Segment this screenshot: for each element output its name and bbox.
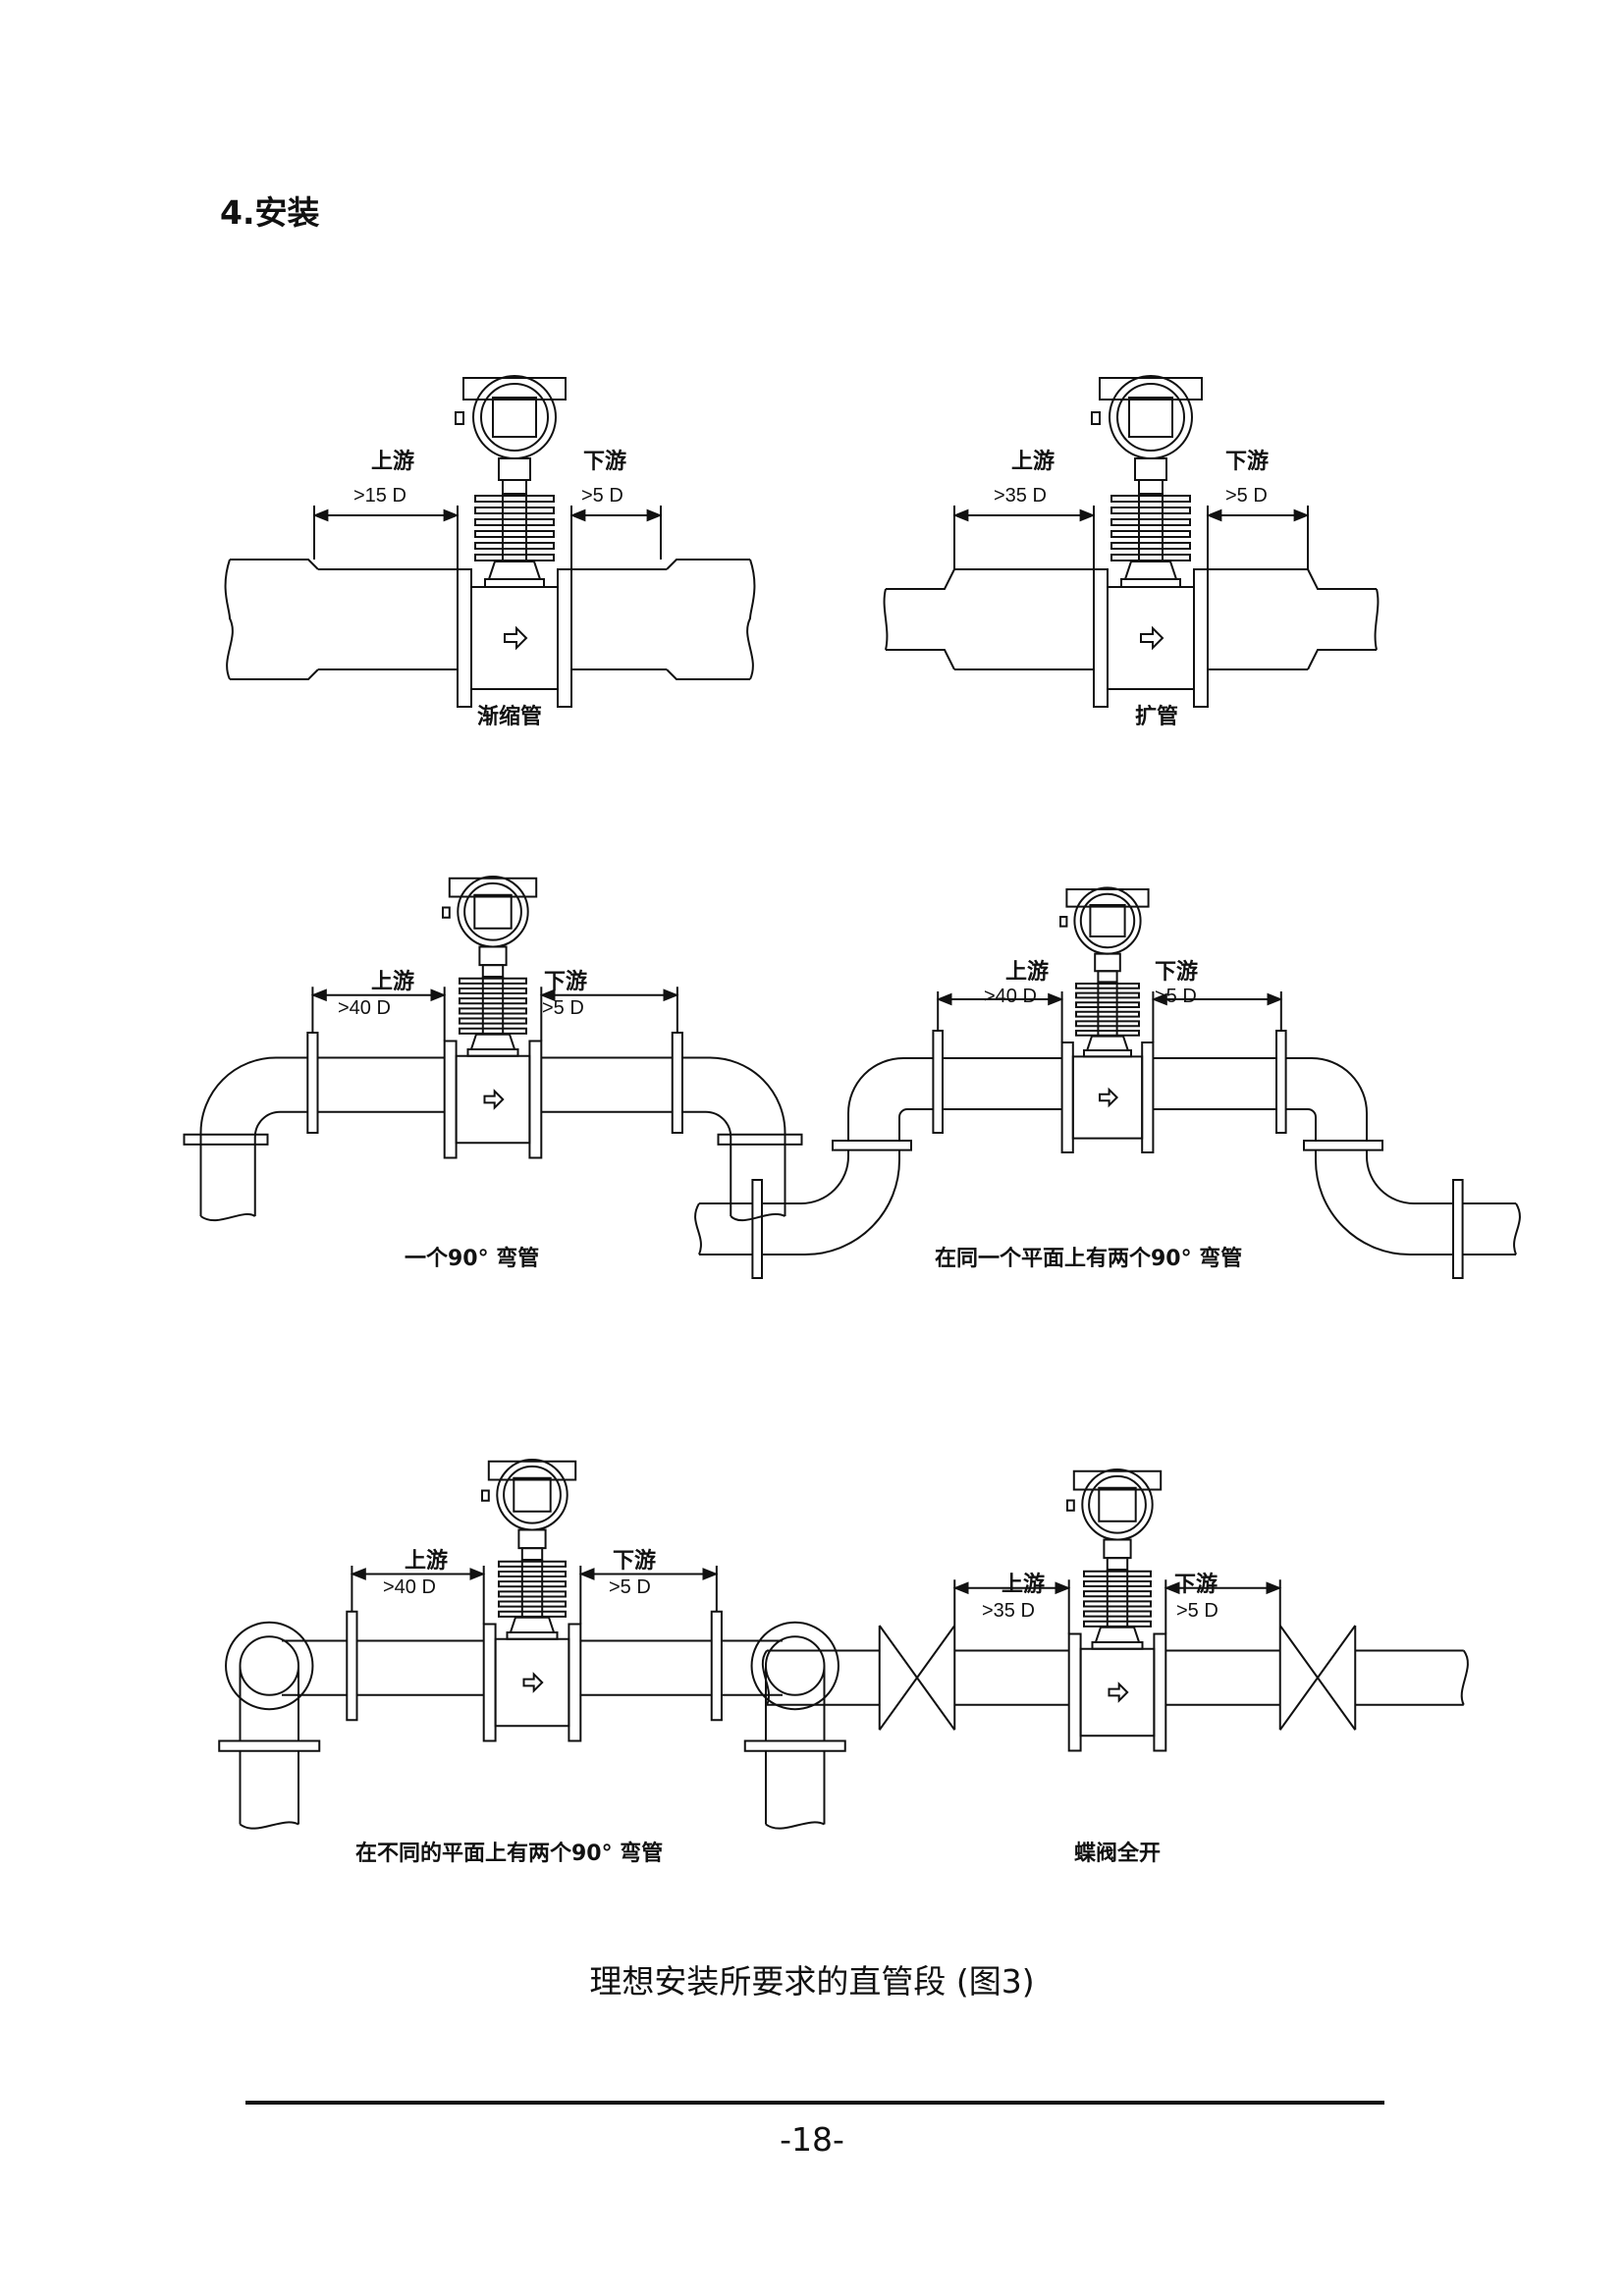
upstream-distance: >35 D [994, 485, 1047, 507]
upstream-distance: >40 D [383, 1576, 436, 1598]
diagram-caption: 在不同的平面上有两个90° 弯管 [355, 1842, 664, 1866]
downstream-label: 下游 [544, 970, 588, 994]
diagram-caption: 渐缩管 [477, 705, 543, 729]
downstream-distance: >5 D [1225, 485, 1268, 507]
diagram-two-elbows-same-plane [695, 886, 1520, 1278]
downstream-label: 下游 [583, 450, 627, 474]
figure-caption: 理想安装所要求的直管段 (图3) [589, 1962, 1035, 2001]
upstream-distance: >35 D [982, 1600, 1035, 1622]
diagram-caption: 扩管 [1135, 705, 1179, 729]
upstream-label: 上游 [1011, 450, 1056, 474]
footer-rule [245, 2101, 1384, 2105]
upstream-label: 上游 [371, 450, 415, 474]
downstream-distance: >5 D [1176, 1600, 1218, 1622]
upstream-label: 上游 [371, 970, 415, 994]
diagram-single-elbow [184, 876, 801, 1220]
downstream-label: 下游 [1225, 450, 1270, 474]
upstream-distance: >15 D [353, 485, 406, 507]
diagram-expander [885, 375, 1379, 708]
downstream-label: 下游 [613, 1549, 657, 1574]
upstream-label: 上游 [1005, 960, 1050, 985]
downstream-label: 下游 [1155, 960, 1199, 985]
section-heading: 4.安装 [220, 193, 320, 232]
diagram-caption: 一个90° 弯管 [405, 1247, 540, 1271]
downstream-distance: >5 D [609, 1576, 651, 1598]
page-number: -18- [780, 2120, 844, 2159]
downstream-label: 下游 [1174, 1573, 1218, 1597]
downstream-distance: >5 D [542, 997, 584, 1019]
upstream-distance: >40 D [984, 986, 1037, 1007]
upstream-label: 上游 [405, 1549, 449, 1574]
diagram-butterfly-valve [763, 1468, 1468, 1752]
diagram-two-elbows-different-planes [219, 1459, 845, 1829]
downstream-distance: >5 D [581, 485, 623, 507]
upstream-label: 上游 [1001, 1573, 1046, 1597]
diagram-caption: 在同一个平面上有两个90° 弯管 [935, 1247, 1243, 1271]
downstream-distance: >5 D [1155, 986, 1197, 1007]
upstream-distance: >40 D [338, 997, 391, 1019]
diagram-reducer [226, 375, 755, 708]
diagram-caption: 蝶阀全开 [1074, 1842, 1162, 1866]
